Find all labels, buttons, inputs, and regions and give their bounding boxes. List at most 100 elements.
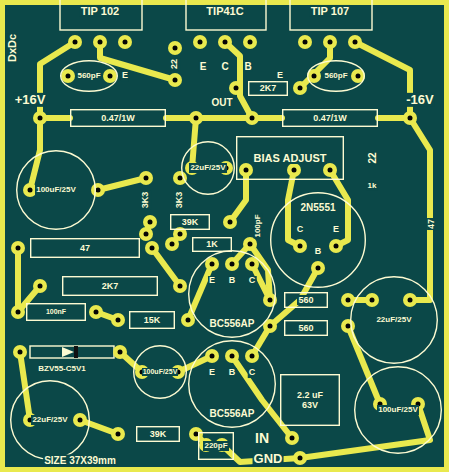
copper-trace <box>250 244 270 300</box>
solder-pad <box>139 227 153 241</box>
silkscreen-label: E <box>199 61 208 72</box>
solder-pad <box>168 73 182 87</box>
solder-pad <box>245 111 259 125</box>
silkscreen-label: DxDc <box>6 33 18 63</box>
transistor-tab <box>186 0 266 30</box>
silkscreen-label: E <box>276 71 284 81</box>
outline-rect <box>137 427 180 442</box>
silkscreen-label: OUT <box>210 97 233 108</box>
drill-hole <box>250 116 255 121</box>
solder-pad <box>293 81 307 95</box>
drill-hole <box>328 40 333 45</box>
drill-hole <box>118 350 123 355</box>
solder-pad <box>245 349 259 363</box>
drill-hole <box>116 318 121 323</box>
component-value: 0.47/1W <box>312 113 348 123</box>
solder-pad <box>225 349 239 363</box>
outline-circle <box>189 251 276 338</box>
drill-hole <box>290 436 295 441</box>
drill-hole <box>223 40 228 45</box>
solder-pad <box>403 111 417 125</box>
round-component-outline: 100uF/25V <box>16 150 96 230</box>
silkscreen-label: -16V <box>405 93 434 107</box>
outline-circle <box>355 367 442 454</box>
solder-pad <box>118 35 132 49</box>
drill-hole <box>408 298 413 303</box>
drill-hole <box>303 40 308 45</box>
round-component-outline: BC556AP <box>188 250 276 338</box>
drill-hole <box>230 354 235 359</box>
solder-pad <box>139 171 153 185</box>
drill-hole <box>292 168 297 173</box>
zener-symbol <box>30 346 114 358</box>
silkscreen-label: SIZE 37X39mm <box>43 455 117 466</box>
copper-trace <box>188 264 212 320</box>
solder-pad <box>365 293 379 307</box>
drill-hole <box>316 266 321 271</box>
solder-pad <box>298 35 312 49</box>
outline-rect <box>281 375 340 426</box>
component-outline: 220pF <box>198 432 234 460</box>
copper-trace <box>192 118 196 168</box>
solder-pad <box>348 35 362 49</box>
solder-pad <box>205 349 219 363</box>
drill-hole <box>78 418 83 423</box>
silkscreen-label: 1k <box>367 182 378 191</box>
solder-pad <box>329 239 343 253</box>
component-value: 15K <box>143 315 162 325</box>
outline-rect <box>193 237 232 251</box>
silkscreen-label: B <box>243 61 252 72</box>
outline-rect <box>249 81 288 95</box>
outline-circle <box>182 142 235 195</box>
solder-pad <box>311 261 325 275</box>
silkscreen-label: C <box>220 61 229 72</box>
drill-hole <box>334 244 339 249</box>
silkscreen-label: C <box>248 276 257 286</box>
outline-rect <box>237 137 344 180</box>
solder-pad <box>11 241 25 255</box>
drill-hole <box>148 220 153 225</box>
outline-circle <box>308 61 365 92</box>
copper-trace <box>100 42 175 80</box>
drill-hole <box>298 244 303 249</box>
solder-pad <box>181 313 195 327</box>
drill-hole <box>210 354 215 359</box>
drill-hole <box>248 242 253 247</box>
round-component-outline: 2N5551 <box>270 192 366 288</box>
component-outline: 15K <box>129 311 175 329</box>
drill-hole <box>234 86 239 91</box>
component-value: 560 <box>297 323 314 333</box>
component-value: 47 <box>79 243 91 253</box>
copper-trace <box>98 178 146 190</box>
drill-hole <box>66 74 71 79</box>
transistor-tab <box>290 0 372 30</box>
round-component-outline: 22uF/25V <box>350 276 438 364</box>
component-outline: 0.47/1W <box>282 109 378 127</box>
drill-hole <box>268 324 273 329</box>
solder-pad <box>111 427 125 441</box>
drill-hole <box>38 116 43 121</box>
drill-hole <box>312 74 317 79</box>
round-component-outline: 100uF/25V <box>354 366 442 454</box>
outline-rect <box>283 110 378 127</box>
solder-pad <box>287 163 301 177</box>
drill-hole <box>194 116 199 121</box>
component-outline: BIAS ADJUST <box>236 136 344 180</box>
silkscreen-label: B <box>228 276 237 286</box>
copper-trace <box>410 118 430 300</box>
silkscreen-label: E <box>332 225 340 235</box>
component-value: 39K <box>149 429 168 439</box>
solder-pad <box>218 35 232 49</box>
component-value: 63V <box>301 400 319 410</box>
drill-hole <box>144 176 149 181</box>
solder-pad <box>341 319 355 333</box>
solder-pad <box>243 237 257 251</box>
drill-hole <box>123 40 128 45</box>
component-value: 100uF/25V <box>35 185 77 194</box>
component-value: 2K7 <box>259 83 278 93</box>
solder-pad <box>189 427 203 441</box>
outline-circle <box>351 277 438 364</box>
copper-trace <box>196 115 252 121</box>
